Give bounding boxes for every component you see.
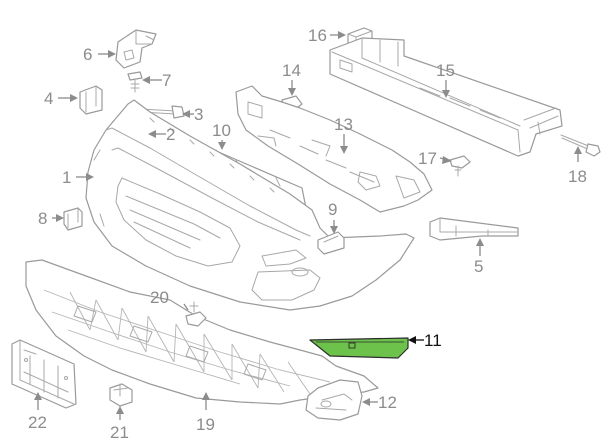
callout-number: 17 xyxy=(418,149,437,168)
callout-14[interactable]: 14 xyxy=(282,61,301,96)
callout-number: 16 xyxy=(308,26,327,45)
callout-2[interactable]: 2 xyxy=(148,125,175,144)
part-8-bracket[interactable] xyxy=(63,207,83,231)
callout-number: 19 xyxy=(196,415,215,434)
callout-17[interactable]: 17 xyxy=(418,149,452,168)
callout-number: 12 xyxy=(378,393,397,412)
callout-number: 15 xyxy=(436,61,455,80)
part-17-clip[interactable] xyxy=(449,155,471,177)
part-11-bumper-strip[interactable] xyxy=(309,337,409,359)
part-1-bumper-cover[interactable] xyxy=(85,99,415,311)
callout-1[interactable]: 1 xyxy=(62,168,94,187)
callout-12[interactable]: 12 xyxy=(362,393,397,412)
callout-3[interactable]: 3 xyxy=(182,105,203,124)
callout-20[interactable]: 20 xyxy=(150,288,189,311)
callout-number: 9 xyxy=(328,200,337,219)
callout-number: 13 xyxy=(334,115,353,134)
callout-number: 6 xyxy=(83,45,92,64)
callout-number: 3 xyxy=(194,105,203,124)
callout-16[interactable]: 16 xyxy=(308,26,346,45)
callout-19[interactable]: 19 xyxy=(196,392,215,434)
part-12-cover[interactable] xyxy=(305,379,363,421)
part-7-screw[interactable] xyxy=(127,71,143,93)
part-18-bolt[interactable] xyxy=(560,134,601,157)
callout-7[interactable]: 7 xyxy=(142,71,171,90)
callout-21[interactable]: 21 xyxy=(110,406,129,442)
part-6-bracket[interactable] xyxy=(115,29,157,69)
part-4-bracket[interactable] xyxy=(79,85,103,115)
part-22-plate-bracket[interactable] xyxy=(11,339,77,409)
callout-5[interactable]: 5 xyxy=(474,238,484,276)
part-20-clip[interactable] xyxy=(185,301,207,327)
part-19-undertray[interactable] xyxy=(25,259,379,405)
callout-11[interactable]: 11 xyxy=(408,331,442,350)
callout-22[interactable]: 22 xyxy=(28,392,47,432)
callout-6[interactable]: 6 xyxy=(83,45,116,64)
callout-number: 20 xyxy=(150,288,169,307)
callout-15[interactable]: 15 xyxy=(436,61,455,98)
callout-18[interactable]: 18 xyxy=(568,146,587,186)
callout-number: 7 xyxy=(162,71,171,90)
callout-8[interactable]: 8 xyxy=(38,209,64,228)
callout-number: 18 xyxy=(568,167,587,186)
callout-13[interactable]: 13 xyxy=(334,115,353,154)
callout-9[interactable]: 9 xyxy=(328,200,338,234)
callout-number: 21 xyxy=(110,423,129,442)
callout-number: 1 xyxy=(62,168,71,187)
part-21-clip[interactable] xyxy=(109,383,133,407)
callout-number: 4 xyxy=(44,89,53,108)
callout-10[interactable]: 10 xyxy=(212,121,231,150)
callout-number: 11 xyxy=(424,331,442,350)
callout-number: 14 xyxy=(282,61,301,80)
callout-number: 10 xyxy=(212,121,231,140)
part-5-bracket[interactable] xyxy=(429,217,519,241)
callout-number: 8 xyxy=(38,209,47,228)
part-9-cover[interactable] xyxy=(317,231,345,255)
callout-4[interactable]: 4 xyxy=(44,89,78,108)
callout-number: 2 xyxy=(166,125,175,144)
callout-number: 22 xyxy=(28,413,47,432)
callout-number: 5 xyxy=(474,257,483,276)
part-13-energy-absorber[interactable] xyxy=(235,85,433,213)
